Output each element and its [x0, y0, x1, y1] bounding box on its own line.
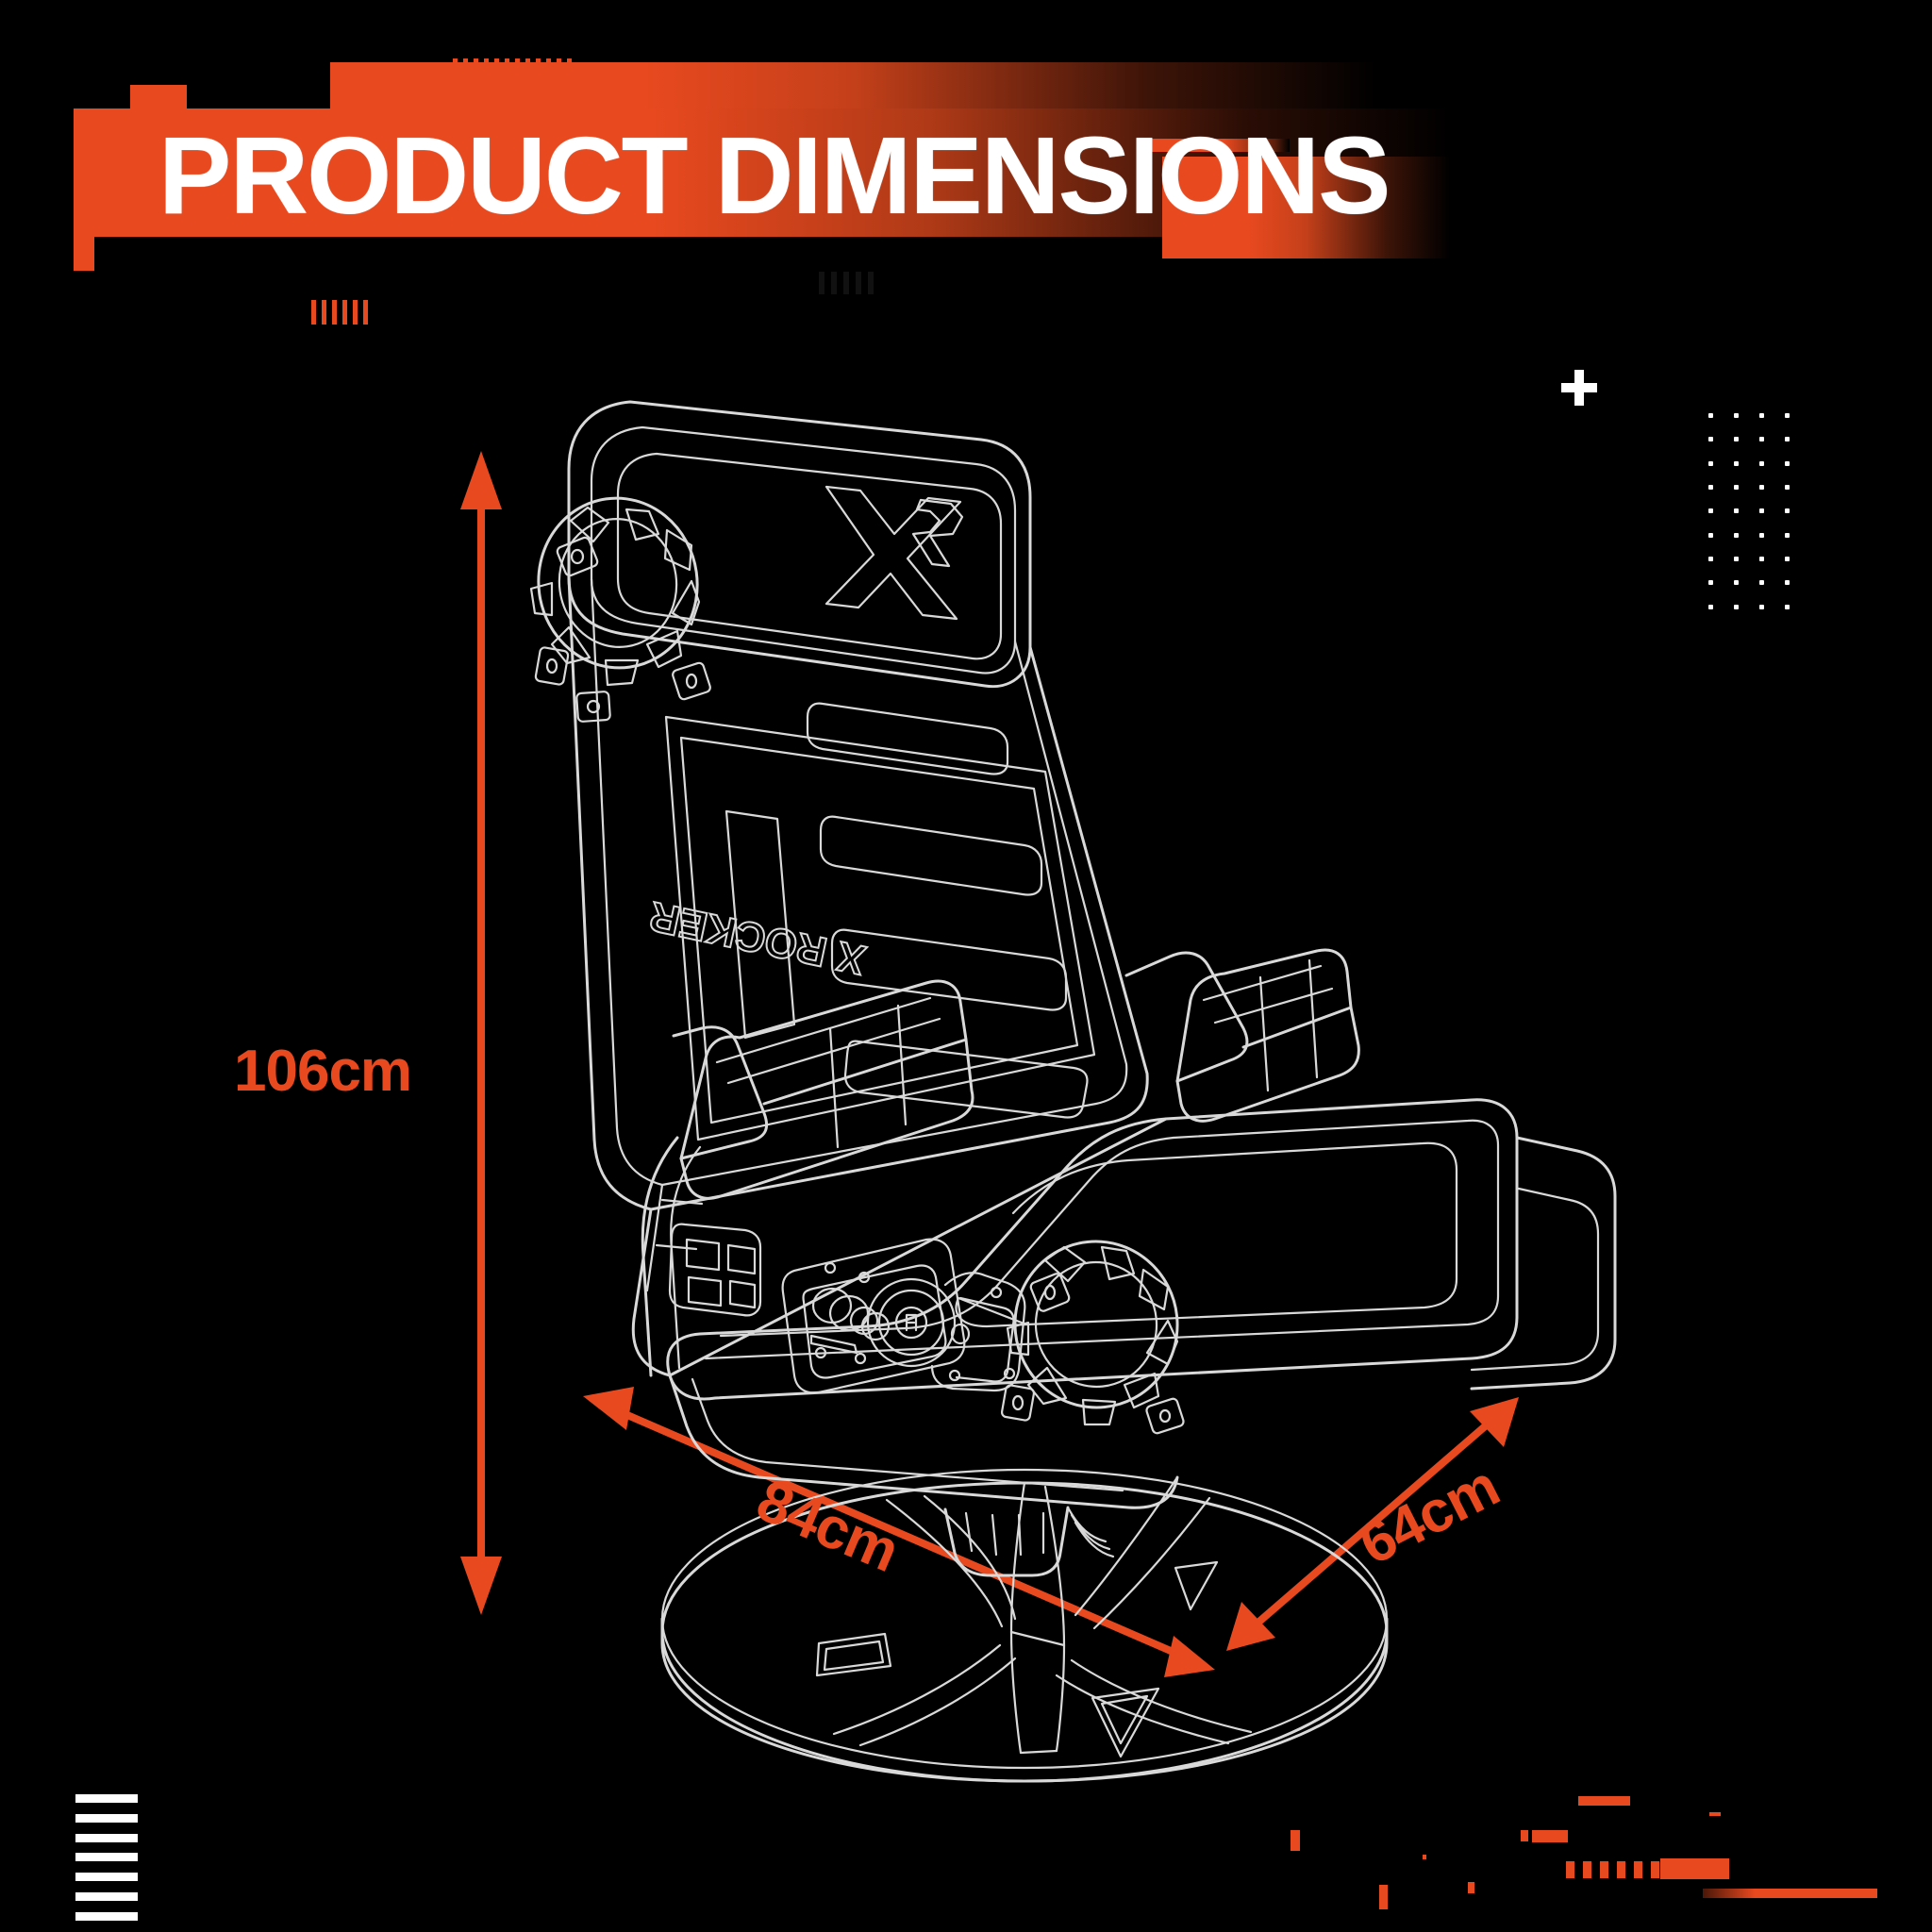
headrest-speaker: [529, 496, 711, 723]
glitch-fragment: [1532, 1830, 1568, 1842]
control-panel: [781, 1238, 1026, 1394]
glitch-ticks-mid: [819, 272, 874, 294]
glitch-fragment: [1578, 1796, 1630, 1806]
glitch-fragment: [1521, 1830, 1528, 1841]
base-speaker: [1000, 1240, 1185, 1435]
height-dimension-label: 106cm: [234, 1039, 412, 1104]
gaming-chair-illustration: X ROCKER: [529, 400, 1617, 1783]
glitch-fragment: [1423, 1855, 1426, 1859]
glitch-fragment: [1379, 1885, 1388, 1909]
plus-icon: [1561, 370, 1597, 406]
banner-corner-chip: [74, 229, 94, 271]
side-brand-text: X ROCKER: [644, 809, 871, 1040]
glitch-fragment: [1703, 1889, 1877, 1898]
header-banner: PRODUCT DIMENSIONS: [0, 0, 1932, 340]
banner-glitch-block-a: [130, 85, 187, 111]
glitch-fragment: [1660, 1858, 1729, 1879]
side-brand-label: X ROCKER: [645, 892, 869, 983]
dot-grid-decoration: [1698, 404, 1800, 619]
height-dimension-arrow: [460, 451, 502, 1615]
banner-accent-chip: [1143, 139, 1290, 152]
width-dimension-arrow: [583, 1387, 1215, 1677]
glitch-fragment: [1468, 1882, 1474, 1893]
barcode-decoration: [75, 1794, 138, 1921]
page-title: PRODUCT DIMENSIONS: [158, 114, 1391, 237]
depth-dimension-arrow: [1226, 1397, 1519, 1651]
glitch-fragment: [1709, 1812, 1721, 1816]
banner-upper-bar: [330, 62, 1377, 117]
glitch-ticks-bottom: [311, 300, 368, 325]
banner-right-block: [1162, 157, 1450, 258]
brand-logo-xr: [824, 485, 964, 621]
glitch-fragment: [1291, 1830, 1300, 1851]
